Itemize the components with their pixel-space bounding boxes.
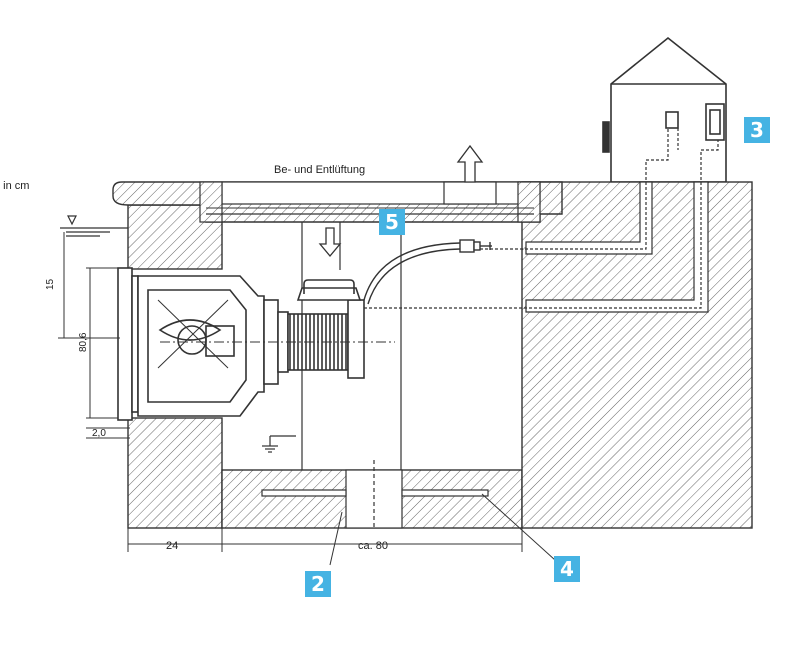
pit-interior xyxy=(261,222,489,530)
cable-lines xyxy=(364,128,719,309)
dim-width-24: 24 xyxy=(166,540,178,552)
house xyxy=(602,36,727,183)
dim-2-0: 2,0 xyxy=(92,428,106,439)
callout-2: 2 xyxy=(305,571,331,597)
units-note: e in cm xyxy=(0,180,29,192)
callout-4: 4 xyxy=(554,556,580,582)
down-arrow-icon xyxy=(318,227,342,258)
dim-height-806: 80,6 xyxy=(78,332,89,352)
cable-channels xyxy=(525,181,709,313)
water-level xyxy=(60,215,128,237)
vent-label: Be- und Entlüftung xyxy=(274,164,365,176)
callout-3: 3 xyxy=(744,117,770,143)
up-arrow-icon xyxy=(456,144,484,183)
dim-height-15: 15 xyxy=(45,278,56,290)
callout-5: 5 xyxy=(379,209,405,235)
pump-unit xyxy=(117,267,365,421)
dimension-lines xyxy=(58,232,556,566)
cable xyxy=(363,239,492,305)
dim-width-ca80: ca. 80 xyxy=(358,540,388,552)
concrete-structure xyxy=(112,181,753,529)
sensor-box xyxy=(665,111,679,129)
